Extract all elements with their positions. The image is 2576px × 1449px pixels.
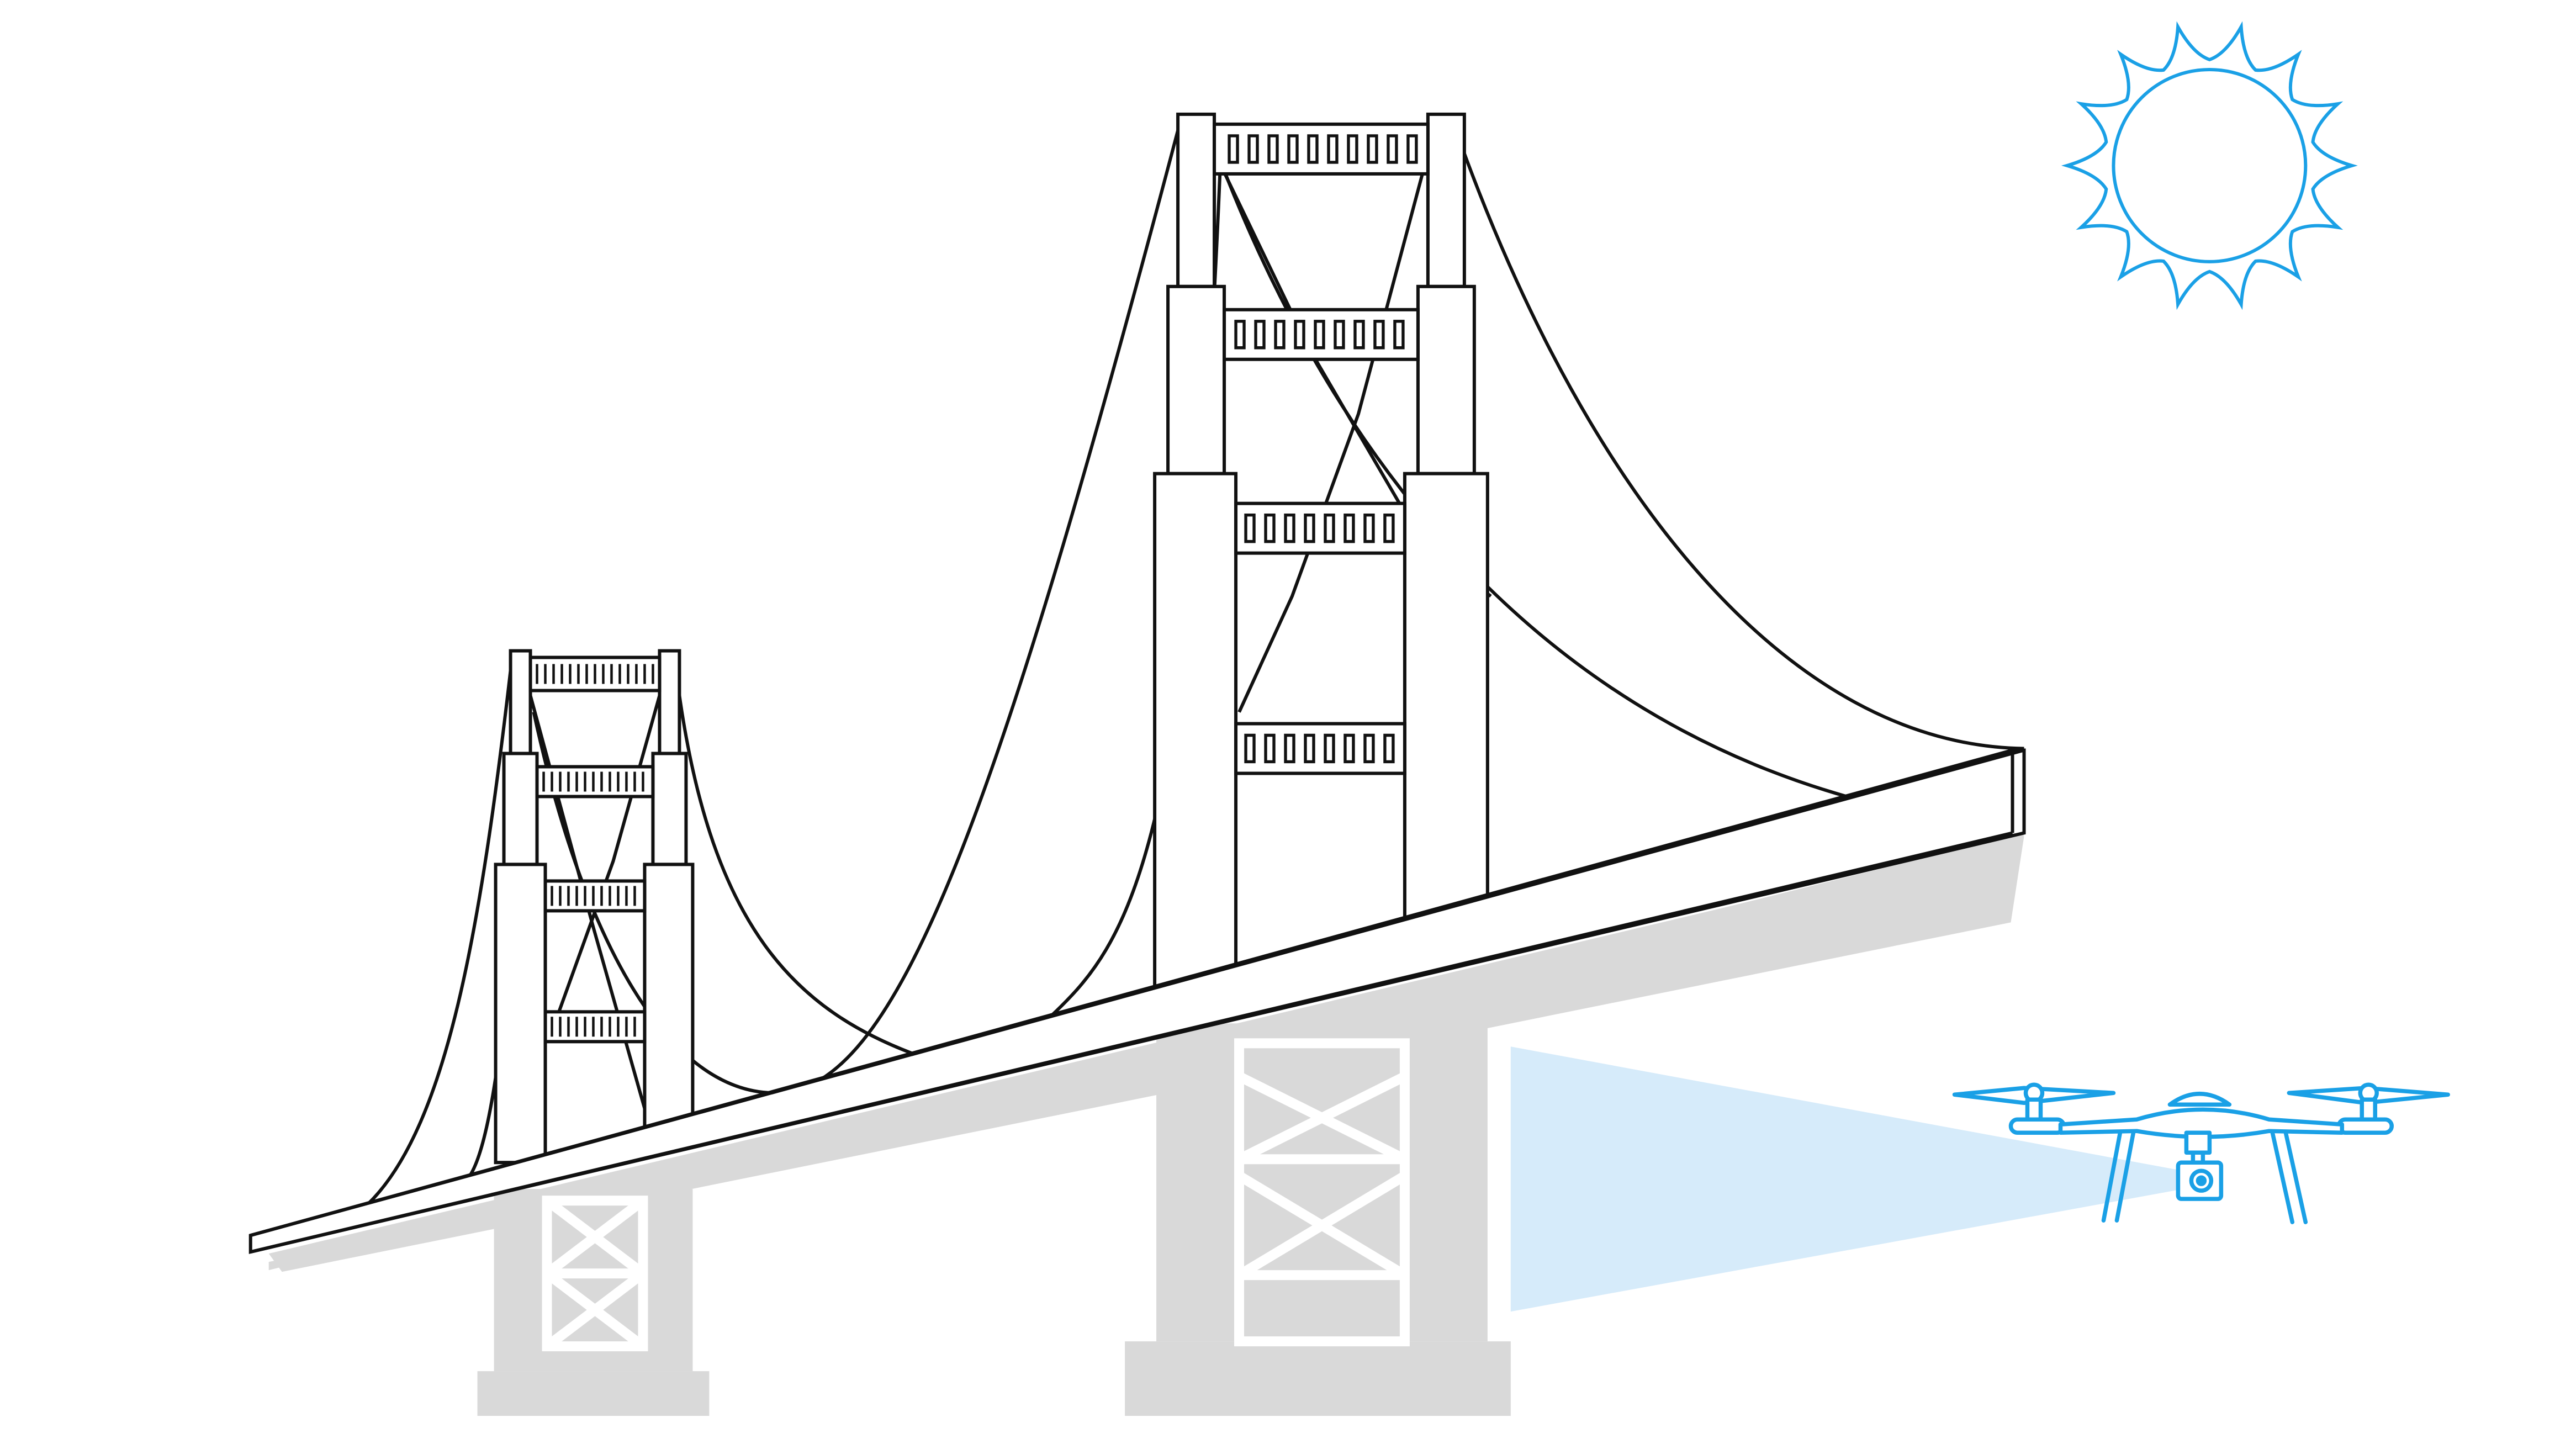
bridge-deck [248,748,2026,1254]
large-tower-grilles [1228,134,1418,764]
pier-cross-bracing [542,1038,1410,1352]
small-tower-grilles [536,664,654,1037]
bridge-shadow [268,833,2024,1416]
sun-icon [2061,21,2358,310]
small-tower [494,649,695,1165]
drone-propeller-left [1952,1082,2116,1122]
drone-propeller-right [2287,1082,2450,1122]
large-tower [1153,112,1489,989]
sun-rays [2061,21,2358,310]
camera-beam [1510,1046,2183,1312]
camera-icon [2176,1160,2224,1201]
